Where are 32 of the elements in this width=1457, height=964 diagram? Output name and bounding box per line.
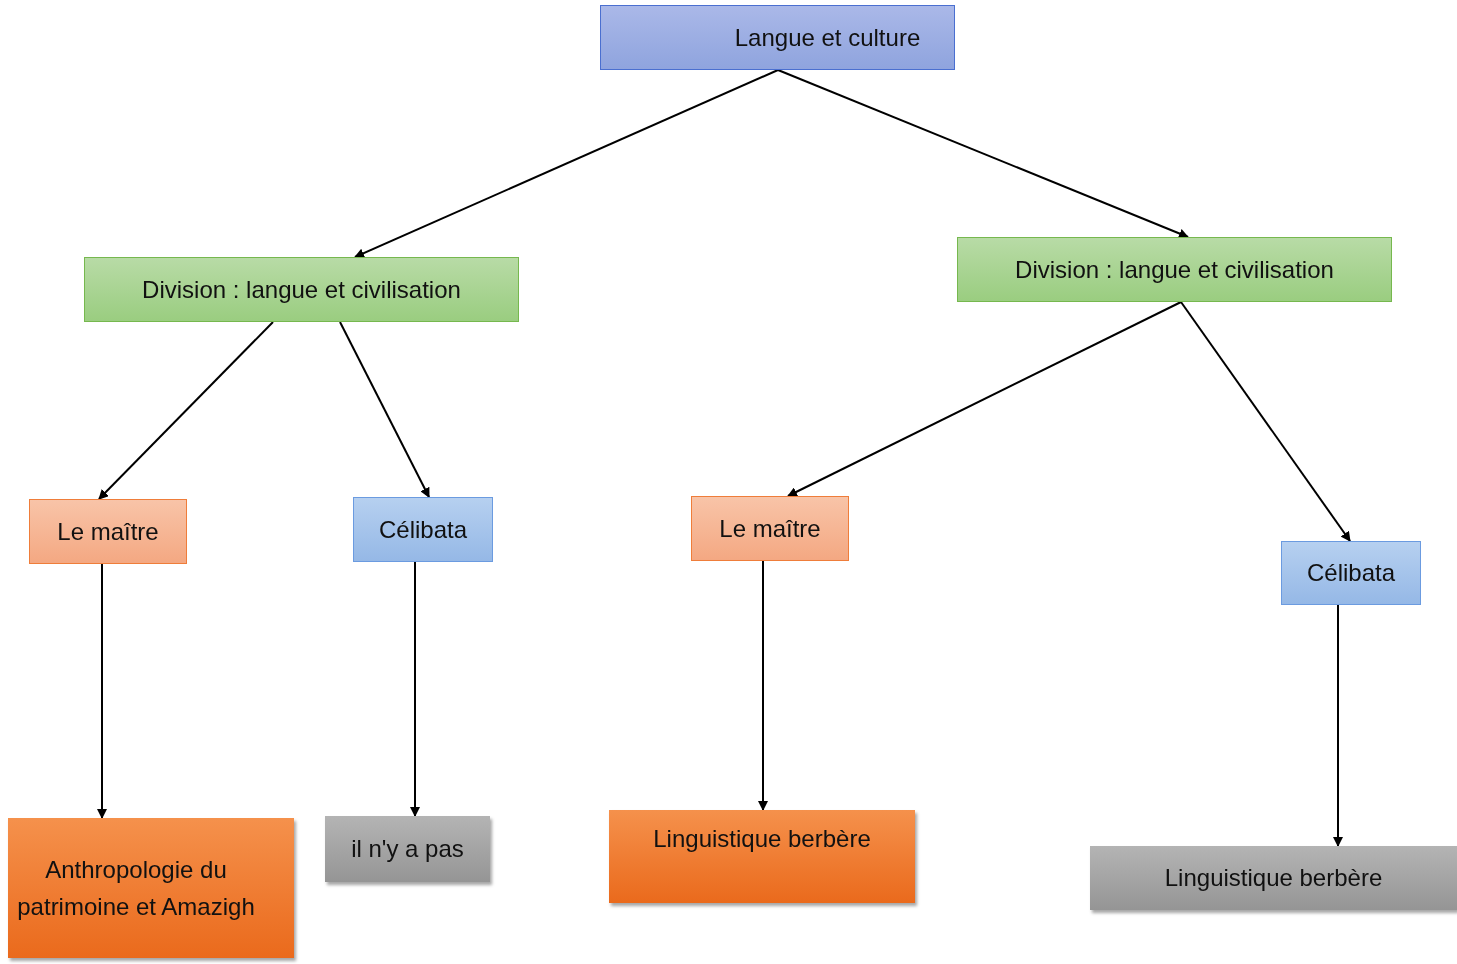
- node-label: Linguistique berbère: [1164, 863, 1383, 894]
- arrow: [339, 321, 430, 498]
- node-label: Division : langue et civilisation: [1015, 254, 1334, 285]
- process-box: [609, 810, 915, 903]
- process-box: [1281, 541, 1421, 605]
- process-box: [600, 5, 955, 70]
- process-box: [325, 816, 490, 882]
- node-label: il n'y a pas: [351, 834, 464, 865]
- node-label: Célibata: [378, 514, 468, 545]
- process-box: [691, 496, 849, 561]
- node-label: Le maître: [57, 516, 159, 547]
- arrow: [97, 563, 107, 819]
- node-label: Langue et culture: [734, 22, 921, 53]
- node-label: Anthropologie du patrimoine et Amazigh: [16, 854, 256, 922]
- arrow: [98, 321, 274, 500]
- arrow: [777, 69, 1189, 239]
- arrow: [354, 69, 779, 258]
- process-box: [84, 257, 519, 322]
- process-box: [1090, 846, 1457, 910]
- arrow: [410, 561, 420, 817]
- process-box: [353, 497, 493, 562]
- process-box: [8, 818, 294, 958]
- node-label: Division : langue et civilisation: [142, 274, 461, 305]
- node-label: Célibata: [1306, 558, 1396, 589]
- arrow: [1180, 301, 1351, 542]
- node-label: Le maître: [719, 513, 821, 544]
- arrow: [787, 301, 1182, 497]
- process-box: [29, 499, 187, 564]
- arrow: [758, 560, 768, 811]
- process-box: [957, 237, 1392, 302]
- arrow: [1333, 604, 1343, 847]
- node-label: Linguistique berbère: [653, 824, 871, 854]
